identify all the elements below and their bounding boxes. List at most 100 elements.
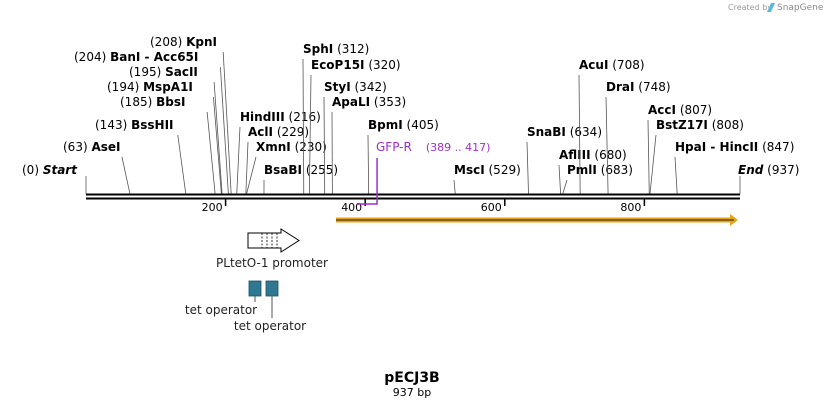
restriction-site-1[interactable]: (63) AseI [63,140,131,195]
site-cut-line [578,74,581,195]
dna-backbone [86,193,740,200]
tet-operator-feature-1[interactable]: tet operator [185,280,262,317]
site-enzyme-name: BsaBI [264,163,302,177]
map-length: 937 bp [393,386,431,399]
site-cut-line [236,126,241,195]
restriction-site-26[interactable]: End (937) [738,163,799,194]
restriction-site-8[interactable]: HindIII (216) [236,110,321,195]
site-enzyme-name: XmnI [256,140,291,154]
site-position: (937) [767,163,799,177]
restriction-site-13[interactable]: EcoP15I (320) [308,58,401,195]
promoter-feature[interactable]: PLtetO-1 promoter [216,228,328,270]
restriction-site-16[interactable]: BpmI (405) [367,118,439,195]
site-enzyme-name: SacII [165,65,198,79]
site-enzyme-name: DraI [606,80,634,94]
site-label: AcuI (708) [579,58,645,72]
site-label: BstZ17I (808) [656,118,744,132]
restriction-site-22[interactable]: DraI (748) [605,80,671,195]
site-position: (63) [63,140,88,154]
site-cut-line [649,134,657,195]
site-enzyme-name: EcoP15I [311,58,365,72]
restriction-site-18[interactable]: SnaBI (634) [526,125,602,195]
site-position: (529) [489,163,521,177]
site-position: (208) [150,35,182,49]
restriction-site-25[interactable]: HpaI - HincII (847) [674,140,794,195]
primer-marker [357,158,378,205]
site-enzyme-name: AflIII [559,148,591,162]
site-position: (143) [95,118,127,132]
site-label: (204) BanI - Acc65I [74,50,198,64]
site-position: (683) [601,163,633,177]
site-position: (807) [680,103,712,117]
restriction-site-21[interactable]: AcuI (708) [578,58,645,195]
site-enzyme-name: AcuI [579,58,608,72]
site-enzyme-name: HindIII [240,110,285,124]
site-enzyme-name: BssHII [131,118,173,132]
restriction-site-11[interactable]: BsaBI (255) [263,163,338,195]
restriction-site-0[interactable]: (0) Start [22,163,87,194]
site-enzyme-name: Start [43,163,78,177]
site-label: XmnI (230) [256,140,327,154]
restriction-site-12[interactable]: SphI (312) [302,42,369,195]
restriction-site-19[interactable]: AflIII (680) [558,148,627,195]
restriction-site-20[interactable]: PmlI (683) [562,163,633,195]
site-enzyme-name: SphI [303,42,333,56]
site-label: MscI (529) [454,163,521,177]
credit-brand: SnapGene [777,3,824,13]
site-cut-line [219,66,229,195]
site-label: HindIII (216) [240,110,321,124]
operator-box-icon [265,280,279,297]
restriction-site-6[interactable]: (204) BanI - Acc65I [74,50,229,195]
site-position: (847) [762,140,794,154]
site-cut-line [245,141,249,195]
site-label: AccI (807) [648,103,712,117]
restriction-site-10[interactable]: XmnI (230) [246,140,327,195]
orf-arrow[interactable] [336,214,738,226]
primer-gfp-r[interactable]: GFP-R(389 .. 417) [357,140,491,205]
site-enzyme-name: AseI [91,140,120,154]
operator-box-icon [248,280,262,297]
primer-label: GFP-R(389 .. 417) [376,140,490,154]
restriction-site-17[interactable]: MscI (529) [453,163,521,195]
restriction-site-14[interactable]: StyI (342) [323,80,387,195]
site-enzyme-name: End [738,163,764,177]
restriction-site-5[interactable]: (195) SacII [129,65,223,195]
site-position: (748) [638,80,670,94]
site-label: AclI (229) [248,125,309,139]
site-label: (194) MspA1I [107,80,193,94]
tet-operator-feature-2[interactable]: tet operator [234,280,306,333]
site-cut-line [308,74,312,195]
site-position: (405) [407,118,439,132]
site-cut-line [222,51,232,195]
site-label: ApaLI (353) [332,95,406,109]
site-label: (185) BbsI [120,95,185,109]
restriction-site-3[interactable]: (185) BbsI [120,95,216,195]
site-position: (230) [295,140,327,154]
ruler-tick-label-2: 600 [481,201,502,214]
site-position: (229) [277,125,309,139]
restriction-site-15[interactable]: ApaLI (353) [331,95,406,195]
site-label: AflIII (680) [559,148,627,162]
restriction-site-4[interactable]: (194) MspA1I [107,80,222,195]
site-cut-line [647,119,650,195]
site-cut-line [213,96,222,195]
site-label: (63) AseI [63,140,121,154]
promoter-arrow-icon [247,228,300,253]
site-enzyme-name: MspA1I [143,80,193,94]
site-label: EcoP15I (320) [311,58,401,72]
site-cut-line [177,134,187,195]
restriction-site-2[interactable]: (143) BssHII [95,118,187,195]
site-label: BsaBI (255) [264,163,338,177]
restriction-site-9[interactable]: AclI (229) [245,125,309,195]
site-enzyme-name: SnaBI [527,125,566,139]
site-position: (708) [612,58,644,72]
restriction-site-23[interactable]: AccI (807) [647,103,712,195]
restriction-site-7[interactable]: (208) KpnI [150,35,232,195]
snapgene-logo-icon [767,3,775,12]
site-enzyme-name: StyI [324,80,351,94]
restriction-site-24[interactable]: BstZ17I (808) [649,118,744,195]
site-position: (342) [355,80,387,94]
site-label: SphI (312) [303,42,369,56]
site-enzyme-name: AclI [248,125,273,139]
site-cut-line [605,96,609,195]
